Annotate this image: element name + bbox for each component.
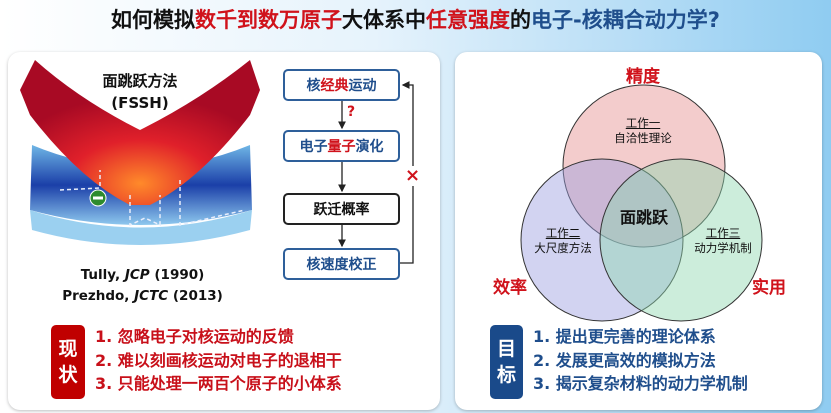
- goal-list: 1. 提出更完善的理论体系 2. 发展更高效的模拟方法 3. 揭示复杂材料的动力…: [533, 325, 748, 396]
- method-label: 面跳跃方法 (FSSH): [80, 70, 200, 114]
- box-text: 电子: [299, 139, 328, 155]
- citation-journal: JCP: [124, 267, 150, 283]
- flow-box-velocity-rescaling: 核速度校正: [283, 248, 400, 280]
- venn-work3: 工作三动力学机制: [683, 226, 763, 256]
- method-abbr: (FSSH): [111, 94, 169, 112]
- goal-badge: 目标: [490, 325, 523, 399]
- goal-item: 3. 揭示复杂材料的动力学机制: [533, 374, 748, 393]
- box-text: 演化: [355, 139, 384, 155]
- box-text: 量子: [327, 139, 356, 155]
- badge-char: 现: [58, 338, 78, 360]
- citation-journal: JCTC: [134, 288, 169, 304]
- fssh-surface-illustration: [20, 60, 260, 245]
- venn-work2: 工作二大尺度方法: [523, 226, 603, 256]
- venn-circle-efficiency: [520, 158, 684, 322]
- citation-author: Tully,: [80, 267, 125, 283]
- citations: Tully, JCP (1990) Prezhdo, JCTC (2013): [40, 265, 245, 307]
- title-segment: 的: [510, 8, 532, 32]
- work-title: 工作二: [545, 226, 581, 240]
- citation-year: (2013): [168, 288, 223, 304]
- cross-mark-icon: ×: [405, 165, 421, 186]
- flow-box-electron-quantum: 电子量子演化: [283, 130, 400, 162]
- upper-surface: [20, 60, 260, 205]
- work-desc: 大尺度方法: [534, 241, 592, 255]
- title-segment: 如何模拟: [111, 8, 196, 32]
- venn-label-practicality: 实用: [752, 278, 786, 298]
- citation-tully: Tully, JCP (1990): [40, 265, 245, 286]
- status-item: 2. 难以刻画核运动对电子的退相干: [95, 350, 342, 370]
- citation-author: Prezhdo,: [62, 288, 135, 304]
- status-item: 1. 忽略电子对核运动的反馈: [95, 327, 294, 346]
- title-segment: 数千到数万原子: [195, 8, 343, 32]
- hopping-trajectory: [59, 170, 246, 227]
- lower-surface-edge: [30, 210, 252, 245]
- venn-label-accuracy: 精度: [626, 67, 660, 87]
- badge-char: 标: [496, 364, 516, 386]
- status-badge: 现状: [51, 325, 85, 399]
- slide-title: 如何模拟数千到数万原子大体系中任意强度的电子-核耦合动力学?: [0, 4, 831, 34]
- badge-char: 状: [58, 364, 78, 386]
- citation-prezhdo: Prezhdo, JCTC (2013): [40, 286, 245, 307]
- goal-item: 1. 提出更完善的理论体系: [533, 327, 716, 346]
- venn-circle-accuracy: [562, 84, 726, 248]
- venn-center-label: 面跳跃: [619, 208, 668, 227]
- venn-label-efficiency: 效率: [493, 278, 527, 298]
- badge-char: 目: [496, 338, 516, 360]
- work-desc: 动力学机制: [694, 241, 752, 255]
- venn-work1: 工作一自洽性理论: [600, 116, 686, 146]
- status-list: 1. 忽略电子对核运动的反馈 2. 难以刻画核运动对电子的退相干 3. 只能处理…: [95, 325, 342, 396]
- box-text: 经典: [320, 78, 349, 94]
- title-segment: 电子-核耦合动力学?: [531, 8, 720, 32]
- flow-box-hopping-probability: 跃迁概率: [283, 193, 400, 225]
- work-desc: 自洽性理论: [614, 131, 672, 145]
- box-text: 运动: [348, 78, 377, 94]
- flow-box-nuclear-classical: 核经典运动: [283, 69, 400, 101]
- work-title: 工作三: [705, 226, 741, 240]
- title-segment: 大体系中: [342, 8, 427, 32]
- work-title: 工作一: [625, 116, 661, 130]
- title-segment: 任意强度: [426, 8, 511, 32]
- status-item: 3. 只能处理一两百个原子的小体系: [95, 374, 342, 393]
- venn-circle-practicality: [599, 158, 763, 322]
- citation-year: (1990): [149, 267, 205, 283]
- method-name: 面跳跃方法: [102, 72, 178, 90]
- minus-icon: [93, 196, 103, 200]
- box-text: 核: [306, 78, 321, 94]
- goal-item: 2. 发展更高效的模拟方法: [533, 350, 716, 370]
- question-mark: ?: [347, 104, 356, 120]
